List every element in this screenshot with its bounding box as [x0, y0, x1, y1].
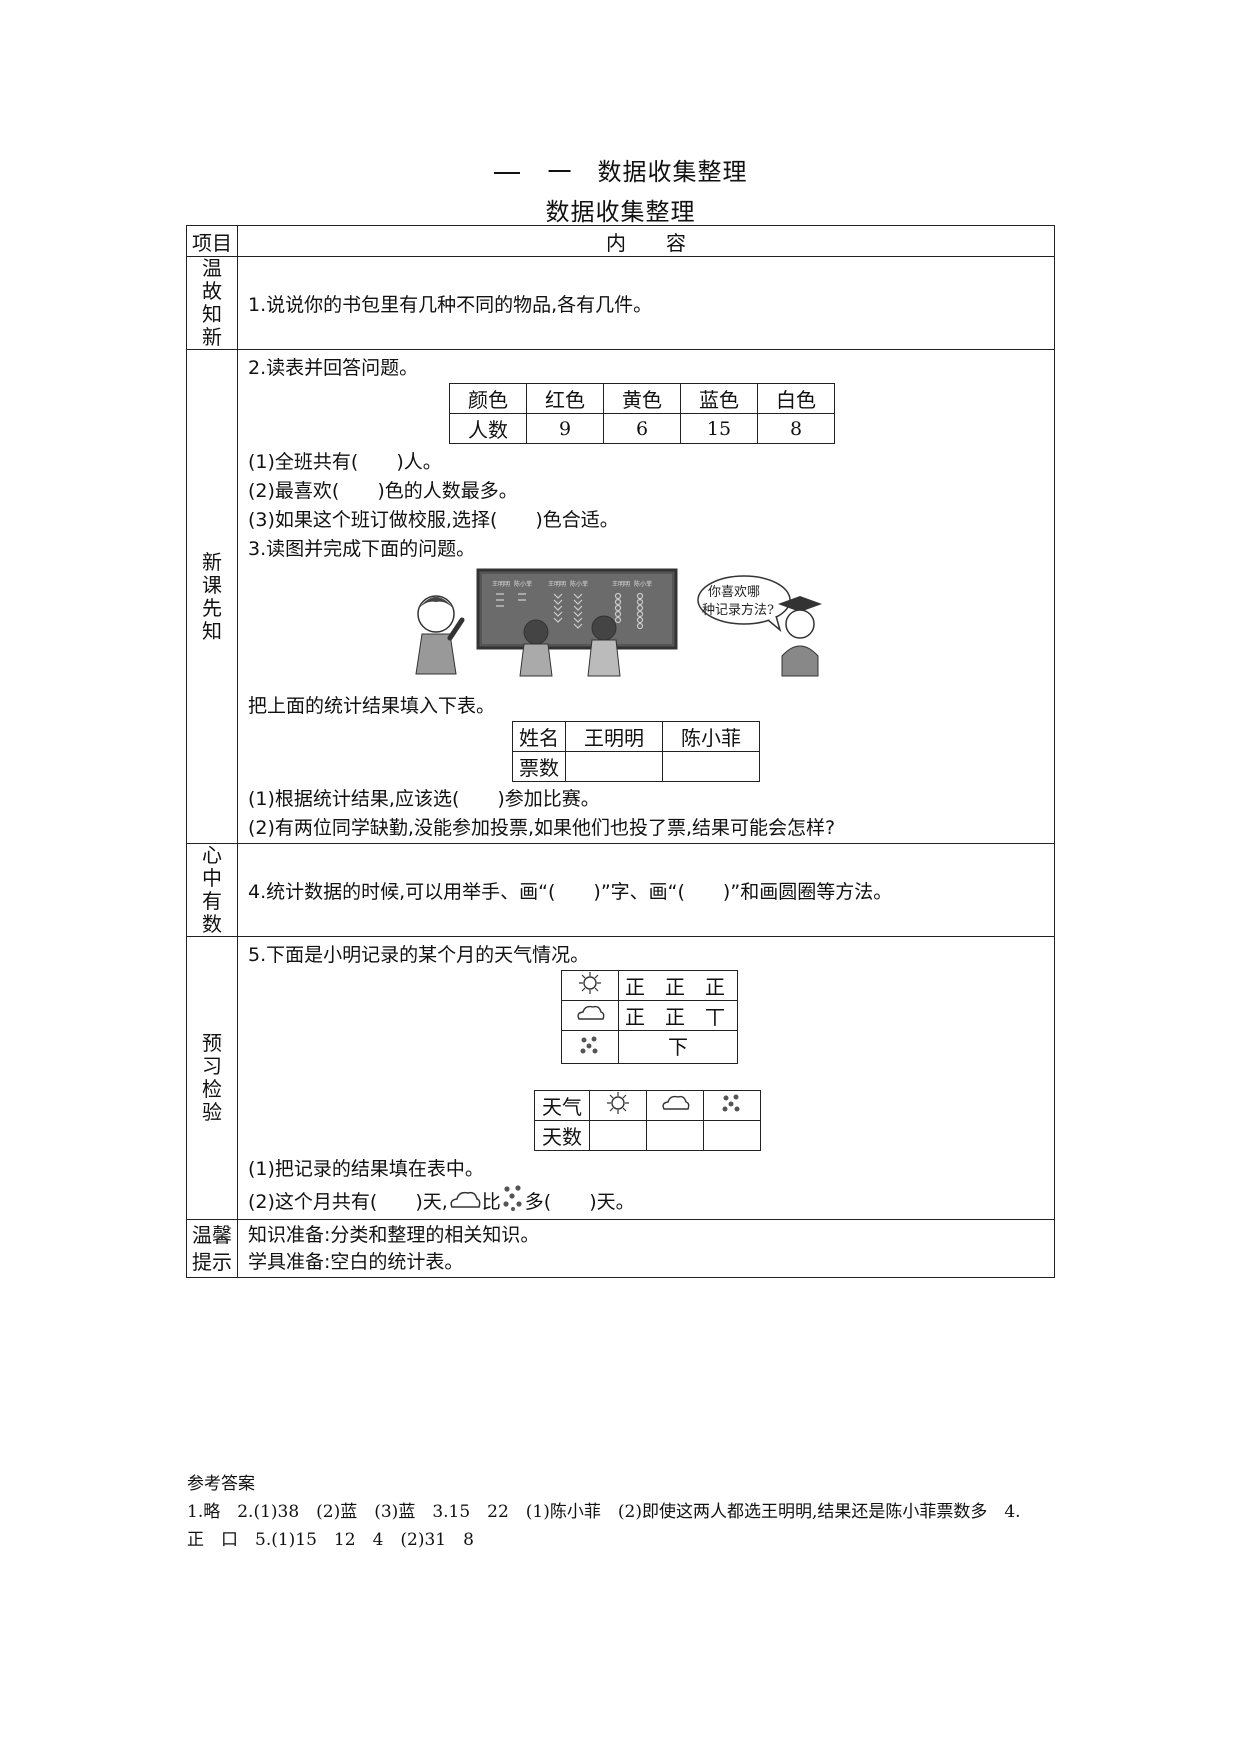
weather-table: 天气 天数 [534, 1090, 761, 1151]
vote-head: 姓名 [512, 721, 566, 752]
tally-sunny: 正 正 正 [618, 970, 738, 1001]
board-name: 陈小菲 [514, 580, 532, 588]
section-preview-content: 5.下面是小明记录的某个月的天气情况。 正 正 正 正 正 丅 [237, 936, 1055, 1220]
board-name: 王明明 [612, 581, 630, 588]
vote-cell [565, 751, 663, 782]
chapter-title-text: 一 数据收集整理 [547, 158, 748, 186]
question-3-1: (1)根据统计结果,应该选( )参加比赛。 [248, 788, 600, 810]
question-3-fill: 把上面的统计结果填入下表。 [248, 695, 496, 717]
color-head: 白色 [757, 383, 835, 414]
question-2: 2.读表并回答问题。 [248, 357, 419, 379]
tips-content: 知识准备:分类和整理的相关知识。 学具准备:空白的统计表。 [237, 1219, 1055, 1278]
board-name: 王明明 [548, 581, 566, 588]
section-label-preview: 预习检验 [186, 936, 238, 1220]
count-cell: 9 [526, 413, 604, 444]
section-tips: 温馨提示 知识准备:分类和整理的相关知识。 学具准备:空白的统计表。 [186, 1219, 1055, 1278]
section-title: 数据收集整理 [545, 198, 696, 226]
question-3: 3.读图并完成下面的问题。 [248, 538, 476, 560]
header-item: 项目 [186, 225, 238, 257]
color-head: 颜色 [449, 383, 527, 414]
board-name: 王明明 [492, 581, 510, 588]
weather-days-cell [703, 1120, 761, 1151]
vote-head: 陈小菲 [662, 721, 760, 752]
weather-days-cell [589, 1120, 647, 1151]
section-preview: 预习检验 5.下面是小明记录的某个月的天气情况。 正 正 正 正 正 丅 [186, 936, 1055, 1220]
board-name: 陈小菲 [570, 580, 588, 588]
section-in-mind: 心中有数 4.统计数据的时候,可以用举手、画“( )”字、画“( )”和画圆圈等… [186, 843, 1055, 937]
sun-icon [561, 970, 619, 1001]
section-label-new-lesson: 新课先知 [186, 349, 238, 844]
answer-line-2: 正 口 5.(1)15 12 4 (2)31 8 [187, 1530, 474, 1550]
section-review: 温故知新 1.说说你的书包里有几种不同的物品,各有几件。 [186, 256, 1055, 350]
cloud-icon [450, 1191, 481, 1208]
count-label: 人数 [449, 413, 527, 444]
classroom-illustration: 王明明 陈小菲 王明明 陈小菲 王明明 陈小菲 [248, 564, 1054, 692]
question-4: 4.统计数据的时候,可以用举手、画“( )”字、画“( )”和画圆圈等方法。 [237, 843, 1055, 937]
color-head: 蓝色 [680, 383, 758, 414]
cloud-icon [646, 1090, 704, 1121]
title-dash [493, 172, 520, 174]
tally-snow: 下 [618, 1030, 738, 1064]
question-2-3: (3)如果这个班订做校服,选择( )色合适。 [248, 509, 619, 531]
section-label-in-mind: 心中有数 [186, 843, 238, 937]
color-head: 黄色 [603, 383, 681, 414]
answer-key: 参考答案 1.略 2.(1)38 (2)蓝 (3)蓝 3.15 22 (1)陈小… [187, 1470, 1021, 1554]
board-name: 陈小菲 [634, 580, 652, 588]
vote-cell [662, 751, 760, 782]
snow-icon [561, 1030, 619, 1064]
answer-heading: 参考答案 [187, 1474, 255, 1494]
answer-line-1: 1.略 2.(1)38 (2)蓝 (3)蓝 3.15 22 (1)陈小菲 (2)… [187, 1502, 1021, 1522]
header-content: 内 容 [237, 225, 1055, 257]
vote-label: 票数 [512, 751, 566, 782]
question-3-2: (2)有两位同学缺勤,没能参加投票,如果他们也投了票,结果可能会怎样? [248, 817, 836, 839]
question-5-1: (1)把记录的结果填在表中。 [248, 1158, 484, 1180]
question-5-2: (2)这个月共有( )天,比多( )天。 [248, 1184, 1054, 1216]
question-5: 5.下面是小明记录的某个月的天气情况。 [248, 944, 590, 966]
snow-icon [703, 1090, 761, 1121]
vote-head: 王明明 [565, 721, 663, 752]
header-row: 项目 内 容 [186, 225, 1055, 257]
tip-tools: 学具准备:空白的统计表。 [248, 1250, 464, 1273]
sun-icon [589, 1090, 647, 1121]
count-cell: 8 [757, 413, 835, 444]
section-new-lesson-content: 2.读表并回答问题。 颜色 红色 黄色 蓝色 白色 人数 9 6 15 8 (1… [237, 349, 1055, 844]
tip-knowledge: 知识准备:分类和整理的相关知识。 [248, 1223, 540, 1246]
tally-cloudy: 正 正 丅 [618, 1000, 738, 1031]
count-cell: 6 [603, 413, 681, 444]
weather-days-cell [646, 1120, 704, 1151]
bubble-line: 种记录方法? [702, 602, 774, 618]
chapter-title: 一 数据收集整理 [0, 152, 1241, 187]
section-label-review: 温故知新 [186, 256, 238, 350]
weather-days-label: 天数 [534, 1120, 590, 1151]
question-1: 1.说说你的书包里有几种不同的物品,各有几件。 [237, 256, 1055, 350]
count-cell: 15 [680, 413, 758, 444]
weather-label: 天气 [534, 1090, 590, 1121]
snow-icon [503, 1185, 522, 1211]
question-2-2: (2)最喜欢( )色的人数最多。 [248, 480, 518, 502]
blackboard-scene-image: 王明明 陈小菲 王明明 陈小菲 王明明 陈小菲 [415, 568, 822, 677]
cloud-icon [561, 1000, 619, 1031]
color-table: 颜色 红色 黄色 蓝色 白色 人数 9 6 15 8 [449, 383, 835, 444]
vote-table: 姓名 王明明 陈小菲 票数 [512, 721, 760, 782]
color-head: 红色 [526, 383, 604, 414]
section-new-lesson: 新课先知 2.读表并回答问题。 颜色 红色 黄色 蓝色 白色 人数 9 6 15… [186, 349, 1055, 844]
bubble-line: 你喜欢哪 [708, 585, 760, 600]
tally-table: 正 正 正 正 正 丅 下 [561, 970, 738, 1064]
worksheet-table: 项目 内 容 温故知新 1.说说你的书包里有几种不同的物品,各有几件。 新课先知… [186, 225, 1055, 1278]
section-label-tips: 温馨提示 [186, 1219, 238, 1278]
question-2-1: (1)全班共有( )人。 [248, 451, 442, 473]
